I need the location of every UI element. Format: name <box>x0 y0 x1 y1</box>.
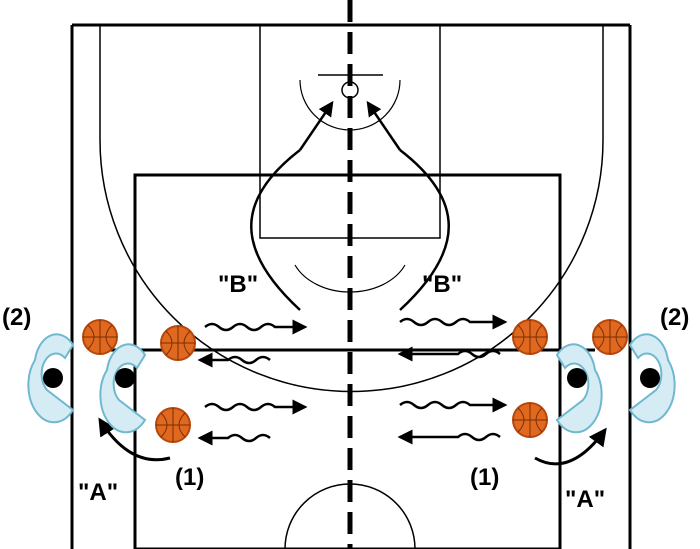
label-group-2-right: (2) <box>660 304 689 331</box>
player-icon <box>628 333 676 424</box>
dribble-arrow-left-bottom-out <box>197 430 271 446</box>
cut-arrow-a-left <box>98 417 171 462</box>
basketball-icon <box>592 319 628 355</box>
player-group-2-right <box>628 333 676 424</box>
pass-b-right-lead <box>366 100 402 151</box>
label-pass-a-left: "A" <box>78 479 118 506</box>
basketball-icon <box>512 319 548 355</box>
players <box>27 333 676 434</box>
cut-arrows-a <box>98 417 607 466</box>
player-group-1-right <box>555 343 603 434</box>
label-pass-b-right: "B" <box>422 271 462 298</box>
pass-b-left-path <box>250 149 301 311</box>
dribble-arrow-right-top-out <box>397 346 501 362</box>
player-icon <box>99 343 147 434</box>
player-head <box>43 368 63 388</box>
basketballs <box>82 319 628 443</box>
basketball-icon <box>82 319 118 355</box>
player-head <box>640 368 660 388</box>
pass-b-paths <box>250 100 450 311</box>
court-lines <box>70 0 632 549</box>
pass-b-left-lead <box>298 100 334 151</box>
player-icon <box>555 343 603 434</box>
dribble-arrow-right-top-in <box>399 314 508 330</box>
text-labels: (2) (2) (1) (1) "A" "A" "B" "B" <box>2 271 689 513</box>
pass-b-right-path <box>399 149 450 311</box>
label-group-1-left: (1) <box>175 464 204 491</box>
player-head <box>567 368 587 388</box>
dribble-arrow-left-top-out <box>197 352 271 368</box>
player-group-1-left <box>99 343 147 434</box>
dribble-arrow-right-bottom-out <box>397 429 501 445</box>
basketball-icon <box>160 325 196 361</box>
label-pass-a-right: "A" <box>565 486 605 513</box>
label-pass-b-left: "B" <box>218 271 258 298</box>
cut-arrow-a-right <box>534 427 607 466</box>
dribble-arrow-left-bottom-in <box>204 399 308 415</box>
player-head <box>115 368 135 388</box>
dribble-arrows <box>197 314 508 446</box>
label-group-2-left: (2) <box>2 304 31 331</box>
player-group-2-left <box>27 333 75 424</box>
player-icon <box>27 333 75 424</box>
label-group-1-right: (1) <box>470 464 499 491</box>
dribble-arrow-right-bottom-in <box>399 397 508 413</box>
dribble-arrow-left-top-in <box>204 319 308 335</box>
basketball-icon <box>512 402 548 438</box>
basketball-icon <box>155 407 191 443</box>
